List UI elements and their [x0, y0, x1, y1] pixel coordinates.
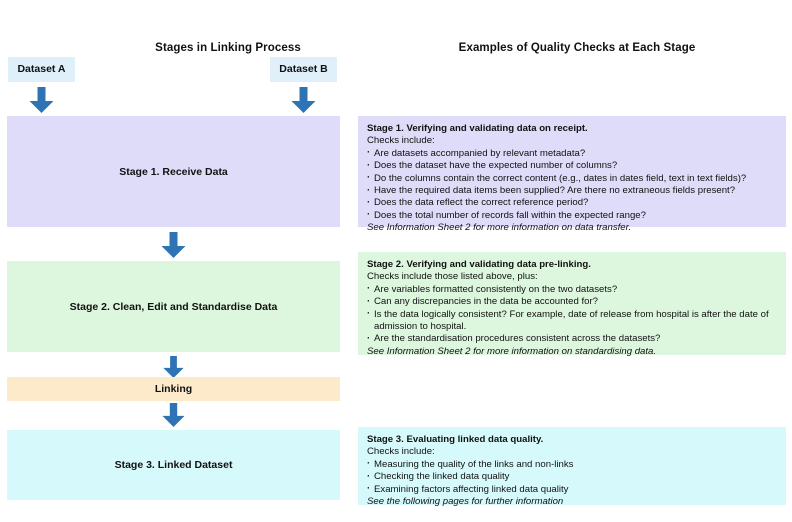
stage-2-detail-note: See Information Sheet 2 for more informa…: [367, 345, 657, 357]
stage-3-detail-title: Stage 3. Evaluating linked data quality.: [367, 434, 544, 445]
list-item: Does the dataset have the expected numbe…: [367, 160, 777, 173]
list-item: Does the total number of records fall wi…: [367, 209, 777, 222]
stage-2-detail-panel: Stage 2. Verifying and validating data p…: [358, 252, 786, 357]
down-block-arrow-icon: [161, 232, 186, 258]
stage-3-detail-note: See the following pages for further info…: [367, 496, 564, 508]
stage-3-check-list: Measuring the quality of the links and n…: [367, 458, 777, 496]
stage-3-box: Stage 3. Linked Dataset: [7, 430, 340, 500]
left-column-heading: Stages in Linking Process: [155, 42, 301, 54]
stage-1-box: Stage 1. Receive Data: [7, 116, 340, 227]
right-column-heading: Examples of Quality Checks at Each Stage: [458, 42, 696, 54]
list-item: Are variables formatted consistently on …: [367, 283, 777, 296]
list-item: Does the data reflect the correct refere…: [367, 197, 777, 210]
down-block-arrow-icon: [161, 356, 186, 378]
list-item: Have the required data items been suppli…: [367, 185, 777, 198]
linking-box: Linking: [7, 377, 340, 401]
stage-2-check-list: Are variables formatted consistently on …: [367, 283, 777, 346]
stage-1-check-list: Are datasets accompanied by relevant met…: [367, 147, 777, 222]
stage-3-detail-subtitle: Checks include:: [367, 446, 435, 458]
list-item: Can any discrepancies in the data be acc…: [367, 296, 777, 309]
stage-1-detail-subtitle: Checks include:: [367, 135, 435, 147]
linking-box-label: Linking: [154, 383, 193, 395]
list-item: Examining factors affecting linked data …: [367, 483, 777, 496]
list-item: Are the standardisation procedures consi…: [367, 333, 777, 346]
stage-3-box-label: Stage 3. Linked Dataset: [114, 459, 233, 471]
list-item: Checking the linked data quality: [367, 471, 777, 484]
stage-1-box-label: Stage 1. Receive Data: [119, 165, 228, 178]
down-block-arrow-icon: [29, 87, 54, 113]
stage-2-detail-title: Stage 2. Verifying and validating data p…: [367, 259, 591, 270]
stage-1-detail-title: Stage 1. Verifying and validating data o…: [367, 123, 588, 134]
dataset-b-box: Dataset B: [270, 57, 337, 82]
down-block-arrow-icon: [161, 403, 186, 427]
stage-2-detail-subtitle: Checks include those listed above, plus:: [367, 271, 538, 283]
stage-1-detail-note: See Information Sheet 2 for more informa…: [367, 222, 632, 234]
dataset-a-box: Dataset A: [8, 57, 75, 82]
stage-1-detail-panel: Stage 1. Verifying and validating data o…: [358, 116, 786, 233]
stage-2-box: Stage 2. Clean, Edit and Standardise Dat…: [7, 261, 340, 352]
list-item: Is the data logically consistent? For ex…: [367, 308, 777, 334]
list-item: Measuring the quality of the links and n…: [367, 458, 777, 471]
stage-2-box-label: Stage 2. Clean, Edit and Standardise Dat…: [69, 300, 278, 313]
down-block-arrow-icon: [291, 87, 316, 113]
list-item: Do the columns contain the correct conte…: [367, 172, 777, 185]
list-item: Are datasets accompanied by relevant met…: [367, 147, 777, 160]
stage-3-detail-panel: Stage 3. Evaluating linked data quality.…: [358, 427, 786, 508]
